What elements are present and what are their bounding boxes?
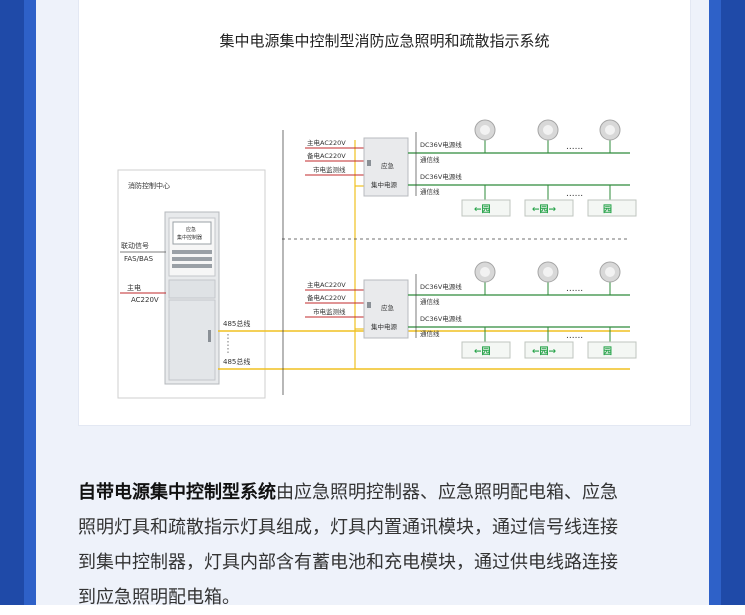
g2-unit-label-top: 应急 <box>381 303 395 312</box>
description-line-2: 照明灯具和疏散指示灯具组成，灯具内置通讯模块，通过信号线连接 <box>78 517 618 538</box>
g2-dots-lamps: ...... <box>566 284 583 294</box>
g1-exit-sign-2 <box>524 199 574 217</box>
description-line-1: 由应急照明控制器、应急照明配电箱、应急 <box>276 482 618 503</box>
cabinet-screen-line2: 集中控制器 <box>177 234 202 241</box>
g1-dots-lamps: ...... <box>566 142 583 152</box>
g1-unit-label-top: 应急 <box>381 161 395 170</box>
linkage-signal-label: 联动信号 <box>121 241 149 250</box>
description-paragraph: 自带电源集中控制型系统由应急照明控制器、应急照明配电箱、应急照明灯具和疏散指示灯… <box>78 475 693 615</box>
diagram-title: 集中电源集中控制型消防应急照明和疏散指示系统 <box>219 32 550 50</box>
g1-exit-sign-1 <box>461 199 511 217</box>
g1-power-unit <box>363 137 409 197</box>
left-frame-border <box>0 0 36 605</box>
right-frame-border <box>709 0 745 605</box>
description-block: 自带电源集中控制型系统由应急照明控制器、应急照明配电箱、应急照明灯具和疏散指示灯… <box>78 475 693 615</box>
main-power-label: 主电 <box>127 283 141 292</box>
g2-input-monitor: 市电监测线 <box>313 307 346 316</box>
g1-line-dc2: DC36V电源线 <box>420 172 462 181</box>
ac220-label: AC220V <box>131 296 159 304</box>
description-line-4: 到应急照明配电箱。 <box>78 587 240 608</box>
g1-input-backup: 备电AC220V <box>307 151 346 160</box>
g1-line-dc1: DC36V电源线 <box>420 140 462 149</box>
g1-input-monitor: 市电监测线 <box>313 165 346 174</box>
g2-dots-signs: ...... <box>566 331 583 341</box>
g2-line-dc2: DC36V电源线 <box>420 314 462 323</box>
cabinet-screen <box>172 221 212 245</box>
svg-text:←园→: ←园→ <box>532 204 557 215</box>
description-bold-term: 自带电源集中控制型系统 <box>78 482 276 503</box>
control-center-box <box>117 169 266 399</box>
g2-power-unit <box>363 279 409 339</box>
control-center-label: 消防控制中心 <box>128 181 170 190</box>
g2-line-dc1: DC36V电源线 <box>420 282 462 291</box>
fas-bas-label: FAS/BAS <box>124 255 154 263</box>
g2-unit-label-bottom: 集中电源 <box>371 322 398 331</box>
g1-line-comm1: 通信线 <box>420 155 440 164</box>
g1-unit-label-bottom: 集中电源 <box>371 180 398 189</box>
g2-input-backup: 备电AC220V <box>307 293 346 302</box>
g2-line-comm1: 通信线 <box>420 297 440 306</box>
g2-input-main: 主电AC220V <box>307 280 346 289</box>
g1-line-comm2: 通信线 <box>420 187 440 196</box>
bus1-label: 485总线 <box>223 319 250 328</box>
g1-exit-sign-3 <box>587 199 637 217</box>
svg-text:←园: ←园 <box>474 346 491 357</box>
g1-input-main: 主电AC220V <box>307 138 346 147</box>
g2-exit-sign-3 <box>587 341 637 359</box>
cabinet-screen-line1: 应急 <box>186 226 196 233</box>
g2-line-comm2: 通信线 <box>420 329 440 338</box>
description-line-3: 到集中控制器，灯具内部含有蓄电池和充电模块，通过供电线路连接 <box>78 552 618 573</box>
svg-text:园: 园 <box>603 204 612 215</box>
bus2-label: 485总线 <box>223 357 250 366</box>
cabinet-handle <box>208 330 211 342</box>
svg-text:园: 园 <box>603 346 612 357</box>
g2-exit-sign-1 <box>461 341 511 359</box>
g2-exit-sign-2 <box>524 341 574 359</box>
svg-text:←园→: ←园→ <box>532 346 557 357</box>
g1-dots-signs: ...... <box>566 189 583 199</box>
svg-text:←园: ←园 <box>474 204 491 215</box>
